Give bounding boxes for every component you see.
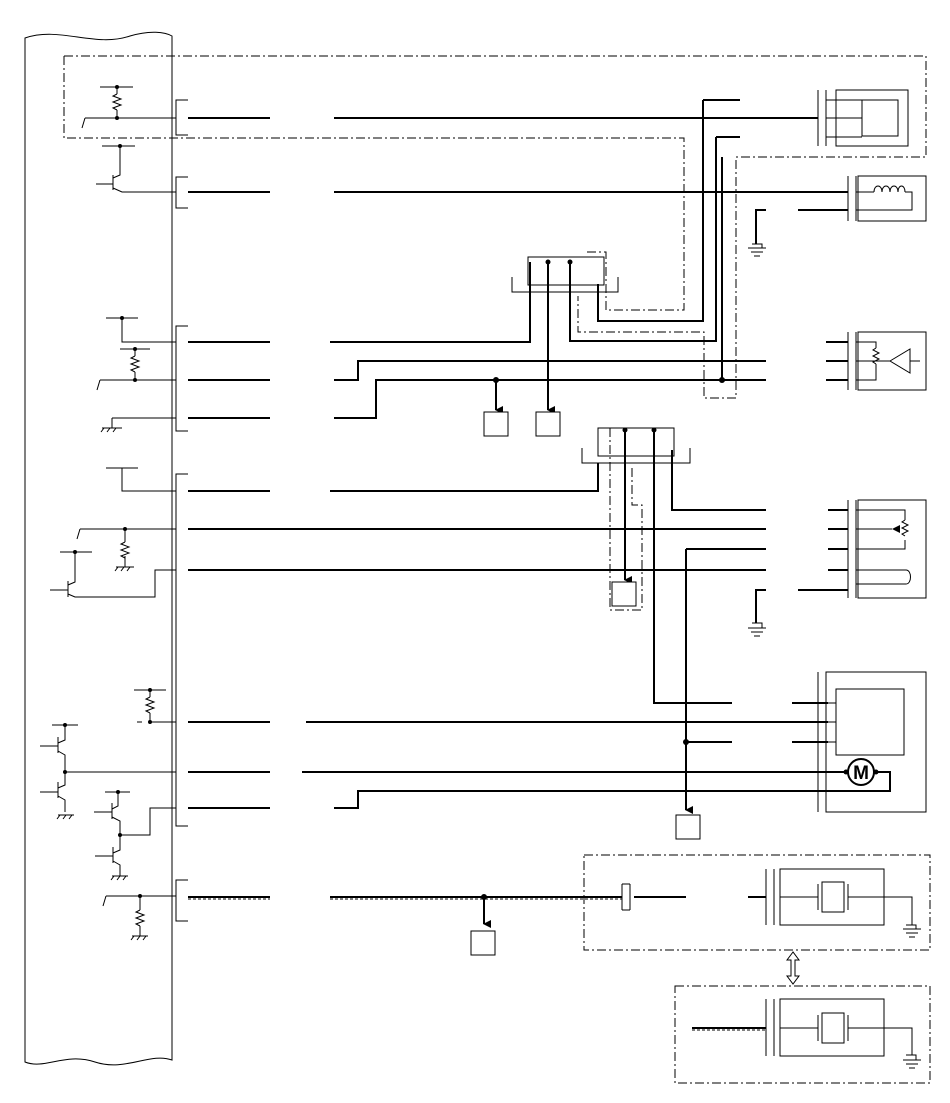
motor-actuator-component: M xyxy=(817,671,927,813)
joint-connector-middle xyxy=(581,427,691,464)
boundary-outlines xyxy=(63,55,931,1084)
position-sensor-component xyxy=(847,499,927,599)
bidirectional-arrow xyxy=(786,951,800,985)
destination-blocks xyxy=(470,411,701,956)
control-unit-body xyxy=(24,31,173,1066)
can-unit-upper xyxy=(621,868,913,926)
wiring-harness xyxy=(188,99,848,928)
ground-symbols xyxy=(748,209,921,1069)
junction-dots xyxy=(481,259,725,900)
relay-component xyxy=(817,89,909,147)
motor-symbol-label: M xyxy=(853,763,869,784)
joint-connector-upper xyxy=(511,256,619,293)
internal-circuits xyxy=(40,85,176,941)
can-unit-lower xyxy=(692,998,913,1057)
sensor-amplifier-component xyxy=(847,331,927,391)
ecu-connectors xyxy=(175,99,188,922)
coil-component xyxy=(847,175,927,222)
